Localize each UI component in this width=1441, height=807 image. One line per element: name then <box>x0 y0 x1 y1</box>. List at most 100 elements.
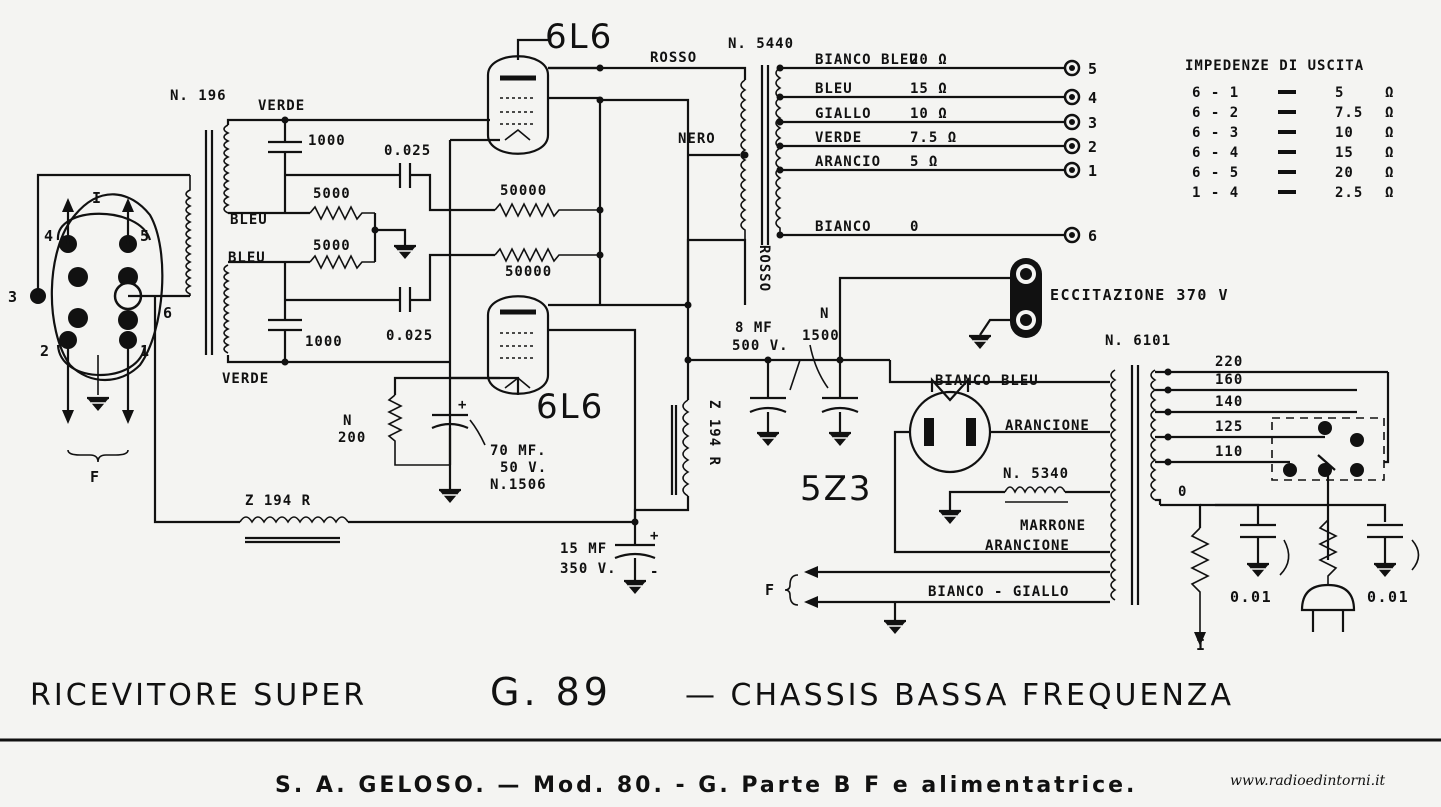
choke-bottom: Z 194 R + - 15 MF 350 V. <box>239 493 659 596</box>
title-model: G. 89 <box>490 670 612 714</box>
socket-label-i: I <box>92 189 103 207</box>
impedance-pair: 1 - 4 <box>1192 185 1239 201</box>
impedance-dash <box>1278 170 1296 174</box>
power-transformer: N. 6101 BIANCO BLEU ARANCIONE MARRONE AR… <box>765 333 1420 654</box>
cap-0025-bottom: 0.025 <box>386 328 433 344</box>
title-block: RICEVITORE SUPER G. 89 — CHASSIS BASSA F… <box>0 670 1441 798</box>
impedance-pair: 6 - 5 <box>1192 165 1239 181</box>
pt-voltage-label: 160 <box>1215 372 1243 388</box>
socket-label-f: F <box>90 468 101 486</box>
output-transformer: ROSSO N. 5440 NERO ROSSO BIANCO BLEU 20 Ω… <box>548 36 1099 292</box>
cap-15mf: 15 MF <box>560 541 607 557</box>
choke-1-label: Z 194 R <box>245 493 311 509</box>
wire-bleu-bottom: BLEU <box>228 250 266 266</box>
footer-watermark: www.radioedintorni.it <box>1230 773 1386 789</box>
impedance-dash <box>1278 150 1296 154</box>
cathode-cap-3: N.1506 <box>490 477 547 493</box>
primary-top-wire: ROSSO <box>650 50 697 66</box>
wire-verde-bottom: VERDE <box>222 371 269 387</box>
rectifier-5z3: 5Z3 <box>800 360 1110 554</box>
impedance-value: 7.5 <box>1335 105 1363 121</box>
pt-voltage-label: 110 <box>1215 444 1243 460</box>
socket-pin-6: 6 <box>163 304 174 322</box>
res-5000-bottom: 5000 <box>313 238 351 254</box>
socket-pin-2: 2 <box>40 342 51 360</box>
impedance-unit: Ω <box>1385 145 1394 161</box>
impedance-pair: 6 - 4 <box>1192 145 1239 161</box>
impedance-pair: 6 - 1 <box>1192 85 1239 101</box>
tap-ohm-label: 0 <box>910 219 919 235</box>
socket-pin-1: 1 <box>140 342 151 360</box>
pt-wire-marrone: MARRONE <box>1020 518 1086 534</box>
cathode-cap-2: 50 V. <box>500 460 547 476</box>
tap-wire-label: VERDE <box>815 130 862 146</box>
tap-terminal-number: 5 <box>1088 60 1099 78</box>
impedance-unit: Ω <box>1385 185 1394 201</box>
res-n200-value: 200 <box>338 430 366 446</box>
bypass-cap-2: 0.01 <box>1367 588 1409 606</box>
cathode-cap-1: 70 MF. <box>490 443 547 459</box>
svg-text:+: + <box>458 397 467 413</box>
cap-0025-top: 0.025 <box>384 143 431 159</box>
svg-text:+: + <box>650 528 659 544</box>
tap-ohm-label: 15 Ω <box>910 81 948 97</box>
impedance-dash <box>1278 130 1296 134</box>
filter-caps: 8 MF 500 V. N 1500 <box>732 306 859 448</box>
pt-wire-arancione-2: ARANCIONE <box>985 538 1070 554</box>
tap-terminal-number: 1 <box>1088 162 1099 180</box>
tap-wire-label: ARANCIO <box>815 154 881 170</box>
tap-terminal-number: 4 <box>1088 89 1099 107</box>
impedance-dash <box>1278 110 1296 114</box>
impedance-pair: 6 - 2 <box>1192 105 1239 121</box>
tube-6l6-top: 6L6 <box>486 17 611 155</box>
choke-vertical: Z 194 R <box>596 96 890 522</box>
res-50000-bottom: 50000 <box>505 264 552 280</box>
impedance-title: IMPEDENZE DI USCITA <box>1185 58 1364 74</box>
title-left: RICEVITORE SUPER <box>30 678 367 713</box>
pt-voltage-label: 0 <box>1178 484 1187 500</box>
tap-terminal-number: 2 <box>1088 138 1099 156</box>
impedance-pair: 6 - 3 <box>1192 125 1239 141</box>
impedance-value: 15 <box>1335 145 1354 161</box>
footer-text: S. A. GELOSO. — Mod. 80. - G. Parte B F … <box>275 773 1137 798</box>
tap-wire-label: BIANCO <box>815 219 872 235</box>
tap-terminal-number: 3 <box>1088 114 1099 132</box>
ref-1500: 1500 <box>802 328 840 344</box>
primary-bottom-wire: ROSSO <box>756 245 772 292</box>
wire-bleu-top: BLEU <box>230 212 268 228</box>
tap-wire-label: GIALLO <box>815 106 872 122</box>
tap-ohm-label: 5 Ω <box>910 154 938 170</box>
input-transformer-ref: N. 196 <box>170 88 227 104</box>
impedance-value: 5 <box>1335 85 1344 101</box>
choke-2-label: Z 194 R <box>706 400 722 466</box>
cap-1000-bottom: 1000 <box>305 334 343 350</box>
impedance-unit: Ω <box>1385 85 1394 101</box>
label-i: I <box>1196 636 1207 654</box>
pt-wire-bianco-giallo: BIANCO - GIALLO <box>928 584 1069 600</box>
tube-label-bottom: 6L6 <box>536 387 604 427</box>
tube-6l6-bottom: 6L6 <box>486 295 688 545</box>
excitation: ECCITAZIONE 370 V <box>838 258 1229 360</box>
impedance-unit: Ω <box>1385 125 1394 141</box>
impedance-unit: Ω <box>1385 105 1394 121</box>
pt-wire-bianco-bleu: BIANCO BLEU <box>935 373 1039 389</box>
power-transformer-ref: N. 6101 <box>1105 333 1171 349</box>
cap-8mf: 8 MF <box>735 320 773 336</box>
impedance-value: 20 <box>1335 165 1354 181</box>
tap-ohm-label: 20 Ω <box>910 52 948 68</box>
primary-center-wire: NERO <box>678 131 716 147</box>
cap-8mf-volt: 500 V. <box>732 338 789 354</box>
impedance-dash <box>1278 190 1296 194</box>
cathode-network: N 200 + 70 MF. 50 V. N.1506 <box>338 376 547 505</box>
res-50000-top: 50000 <box>500 183 547 199</box>
pt-voltage-label: 220 <box>1215 354 1243 370</box>
tap-wire-label: BLEU <box>815 81 853 97</box>
phase-network: 1000 1000 5000 5000 0.025 0.025 <box>250 100 604 380</box>
impedance-value: 2.5 <box>1335 185 1363 201</box>
excitation-label: ECCITAZIONE 370 V <box>1050 286 1229 304</box>
output-transformer-ref: N. 5440 <box>728 36 794 52</box>
tap-terminal-number: 6 <box>1088 227 1099 245</box>
impedance-unit: Ω <box>1385 165 1394 181</box>
